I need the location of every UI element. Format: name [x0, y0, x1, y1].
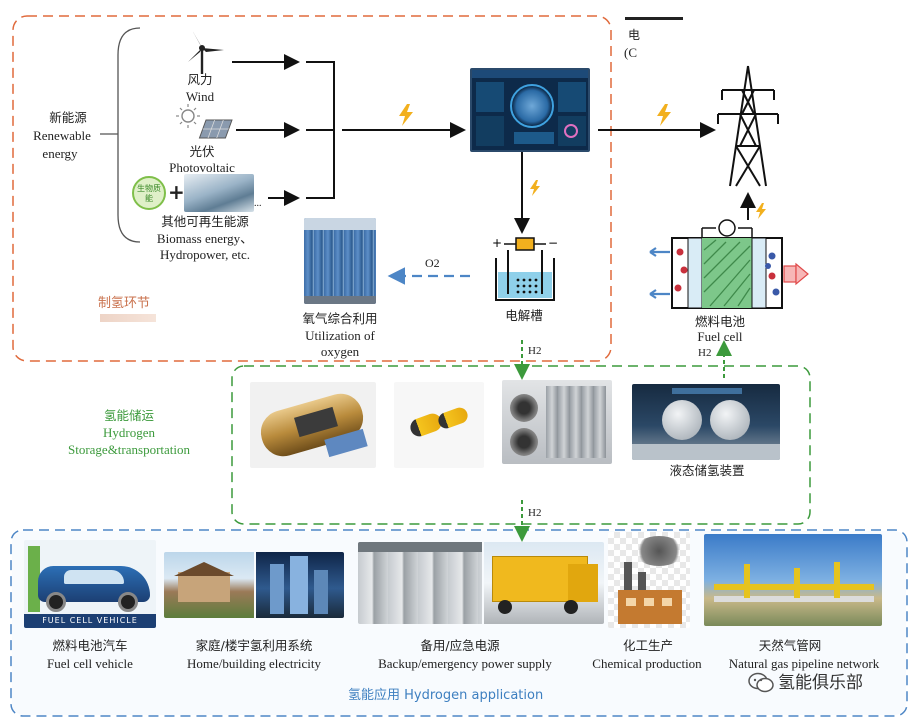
oxygen-cylinders-photo	[304, 218, 376, 304]
fuel-cell-vehicle-photo: FUEL CELL VEHICLE	[24, 540, 156, 628]
app-vehicle-label-en: Fuel cell vehicle	[47, 656, 133, 671]
oxygen-flow-label: O2	[425, 256, 440, 270]
other-ellipsis: ...	[254, 198, 262, 209]
watermark-text: 氢能俱乐部	[778, 673, 863, 693]
renewable-label-cn: 新能源	[49, 110, 87, 125]
storage-label-en2: Storage&transportation	[67, 442, 191, 457]
liquid-storage-label: 液态储氢装置	[669, 463, 745, 478]
lightning-icon-4	[756, 203, 766, 219]
pv-label-en: Photovoltaic	[169, 160, 235, 175]
other-label-en2: Hydropower, etc.	[159, 247, 251, 262]
other-label-en1: Biomass energy、	[156, 231, 254, 246]
fuel-cell-icon	[649, 219, 809, 309]
hydropower-photo	[184, 174, 254, 212]
other-label-cn: 其他可再生能源	[161, 214, 249, 229]
fuel-cell-label-cn: 燃料电池	[694, 314, 745, 329]
hydrogen-cylinders-photo	[394, 382, 484, 468]
biomass-badge-icon: 生物质能	[132, 176, 166, 210]
liquid-hydrogen-plant-photo	[632, 384, 780, 460]
hydrogen-tank-photo	[250, 382, 376, 468]
electrolyzer-icon: + −	[492, 236, 558, 301]
renewable-label-en1: Renewable	[33, 128, 91, 143]
storage-label-en1: Hydrogen	[103, 425, 155, 440]
gas-pipeline-photo	[704, 534, 882, 626]
plus-icon: +	[168, 180, 185, 204]
app-home-label-en: Home/building electricity	[187, 656, 321, 671]
lightning-icon-1	[399, 104, 413, 126]
chemical-plant-icon	[608, 532, 690, 628]
wind-turbine-icon	[188, 30, 224, 74]
grid-label-cover	[612, 6, 912, 66]
svg-text:−: −	[548, 236, 558, 250]
lightning-icon-2	[657, 104, 671, 126]
app-chemical-label-en: Chemical production	[592, 656, 702, 671]
backup-power-photo	[358, 542, 604, 624]
renewable-label-en2: energy	[42, 146, 78, 161]
electrolyzer-h2-label: H2	[528, 345, 542, 357]
app-backup-label-cn: 备用/应急电源	[420, 638, 500, 653]
storage-label-cn: 氢能储运	[103, 408, 154, 423]
app-home-label-cn: 家庭/楼宇氢利用系统	[195, 638, 313, 653]
app-backup-label-en: Backup/emergency power supply	[378, 656, 552, 671]
power-tower-icon	[717, 65, 779, 187]
app-gas-label-cn: 天然气管网	[758, 638, 822, 653]
app-chemical-label-cn: 化工生产	[622, 638, 673, 653]
grid-label-bar	[625, 17, 683, 20]
home-building-photo	[164, 552, 344, 618]
application-section-label: 氢能应用 Hydrogen application	[348, 688, 544, 703]
grid-label-en: (C	[624, 45, 637, 60]
oxygen-label-en1: Utilization of	[305, 328, 375, 343]
oxygen-label-en2: oxygen	[320, 344, 360, 359]
electrolyzer-label: 电解槽	[505, 308, 543, 323]
oxygen-label-cn: 氧气综合利用	[302, 311, 378, 326]
production-section-label: 制氢环节	[98, 296, 151, 311]
wechat-logo-icon	[748, 672, 774, 693]
vehicle-banner-text: FUEL CELL VEHICLE	[24, 614, 156, 628]
svg-text:+: +	[492, 236, 502, 250]
hydrogen-storage-rack-photo	[502, 380, 612, 464]
pv-label-cn: 光伏	[189, 144, 215, 159]
fuel-cell-h2-label: H2	[698, 347, 712, 359]
production-label-smudge	[100, 314, 156, 322]
wind-label-en: Wind	[185, 89, 215, 104]
solar-panel-icon	[176, 104, 233, 139]
lightning-icon-3	[530, 180, 540, 196]
app-gas-label-en: Natural gas pipeline network	[728, 656, 880, 671]
wind-label-cn: 风力	[187, 72, 213, 87]
control-dashboard-screen	[470, 68, 590, 152]
storage-output-h2-label: H2	[528, 507, 542, 519]
application-section-border	[10, 529, 908, 717]
app-vehicle-label-cn: 燃料电池汽车	[52, 638, 128, 653]
grid-label-cn: 电	[628, 28, 641, 42]
fuel-cell-label-en: Fuel cell	[697, 329, 743, 344]
